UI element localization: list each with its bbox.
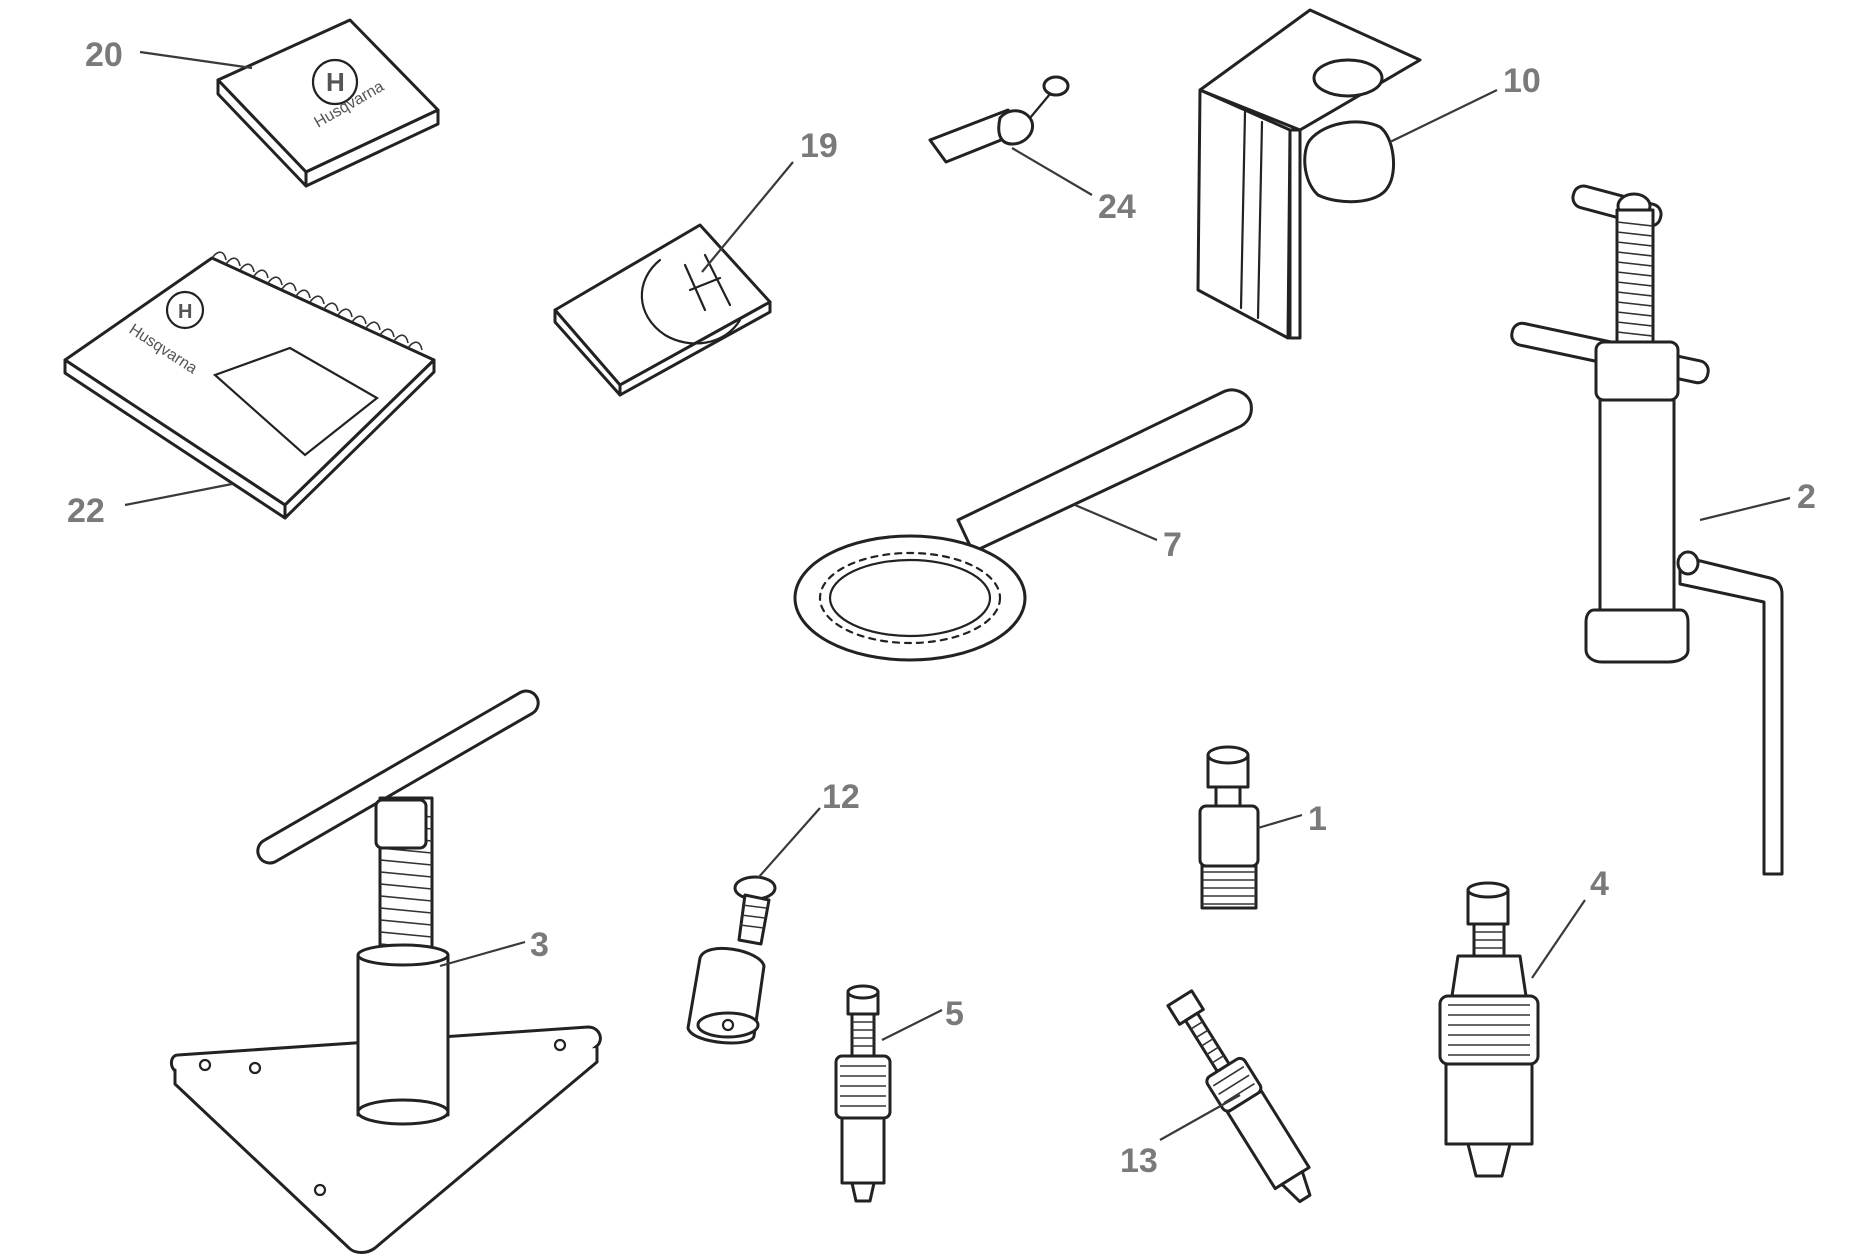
press-tool	[169, 689, 602, 1254]
leader-lines	[124, 50, 1791, 1141]
logo-notepad	[553, 223, 772, 397]
callout-3: 3	[530, 926, 549, 964]
spiral-manual: H Husqvarna	[63, 251, 436, 520]
callout-24: 24	[1098, 188, 1136, 226]
brand-booklet: H Husqvarna	[216, 18, 440, 188]
callout-5: 5	[945, 995, 964, 1033]
callout-10: 10	[1503, 62, 1541, 100]
ring-spanner	[793, 388, 1253, 662]
leader-line-5	[881, 1009, 943, 1041]
husqvarna-logo-icon: H	[165, 290, 205, 330]
key-fob	[928, 75, 1070, 164]
svg-text:H: H	[178, 301, 192, 323]
leader-line-12	[757, 807, 821, 879]
callout-labels: 20 22 19 24 10 2 7 12 1 4 3 5 13	[67, 36, 1816, 1180]
knurled-puller	[1438, 881, 1540, 1178]
callout-7: 7	[1163, 526, 1182, 564]
callout-13: 13	[1120, 1142, 1158, 1180]
spiral-binding	[211, 251, 423, 351]
callout-2: 2	[1797, 478, 1816, 516]
husqvarna-logo-icon: H	[311, 58, 359, 106]
leader-line-20	[139, 50, 253, 70]
callout-20: 20	[85, 36, 123, 74]
callout-12: 12	[822, 778, 860, 816]
callout-22: 22	[67, 492, 105, 530]
holding-bracket	[1196, 8, 1422, 340]
leader-line-22	[124, 482, 233, 507]
leader-line-7	[1074, 503, 1158, 542]
callout-19: 19	[800, 127, 838, 165]
leader-line-13	[1159, 1094, 1241, 1141]
valve-tool	[834, 984, 892, 1203]
leader-line-2	[1699, 496, 1791, 522]
angled-puller	[1166, 989, 1312, 1204]
small-puller	[686, 875, 777, 1045]
leader-line-4	[1531, 899, 1586, 979]
leader-line-3	[439, 940, 526, 968]
leader-line-1	[1257, 813, 1303, 830]
callout-1: 1	[1308, 800, 1327, 838]
threaded-adapter	[1198, 745, 1260, 910]
t-handle-puller	[1510, 184, 1784, 876]
logo-letter: H	[326, 67, 345, 97]
callout-4: 4	[1590, 865, 1609, 903]
leader-line-19	[701, 161, 794, 273]
leader-line-10	[1389, 89, 1498, 143]
leader-line-24	[1011, 147, 1093, 196]
